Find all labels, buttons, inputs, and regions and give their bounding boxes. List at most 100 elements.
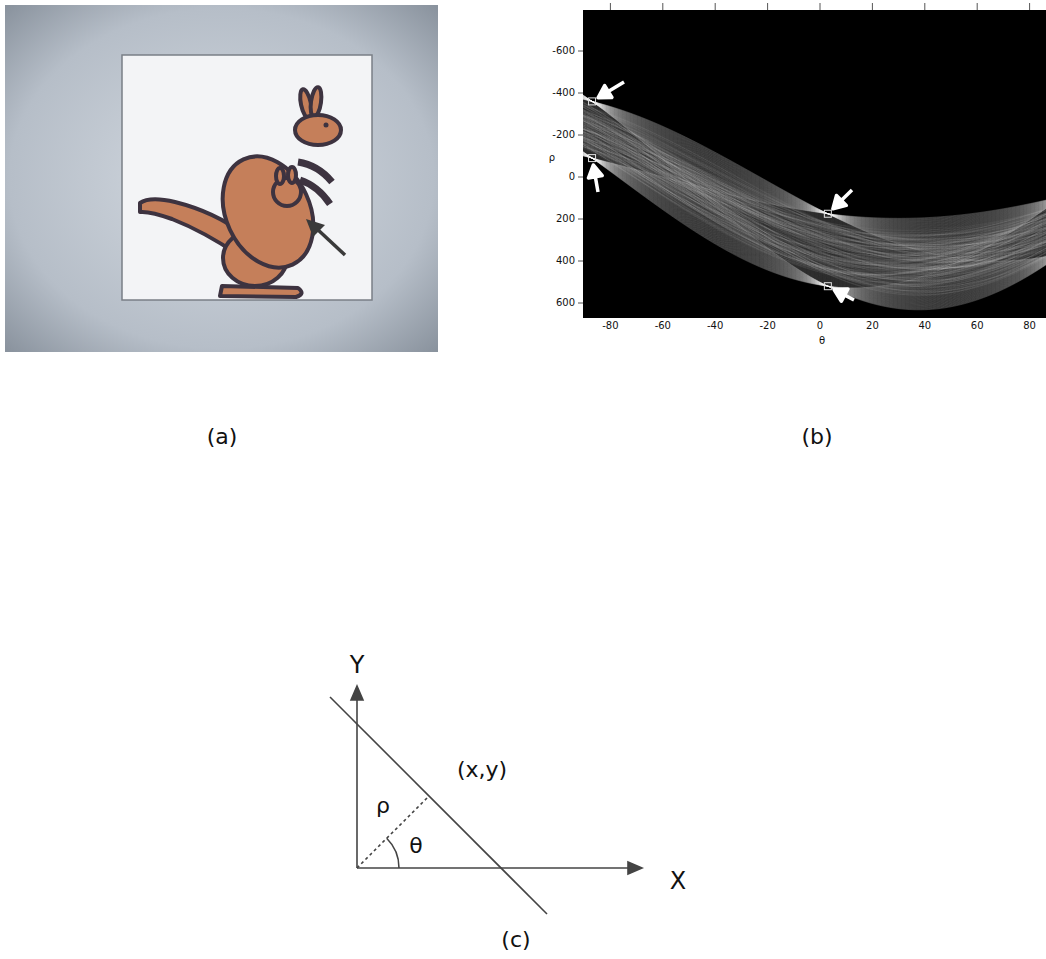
hough-curve (583, 94, 1046, 294)
hough-curve (583, 92, 1046, 309)
hough-curve (583, 126, 1046, 265)
hough-curve (583, 112, 1046, 300)
axis-tick: 20 (866, 320, 879, 332)
tick-mark (578, 135, 583, 136)
hough-curve (583, 104, 1046, 304)
axis-tick: -200 (552, 129, 575, 141)
hough-curve (583, 98, 1046, 261)
hough-curve (583, 95, 1046, 308)
hough-curve (583, 123, 1046, 277)
hough-curve (583, 94, 1046, 296)
hough-curve (583, 107, 1046, 290)
hough-curve (583, 110, 1046, 301)
hough-curve (583, 96, 1046, 273)
axis-tick: -600 (552, 45, 575, 57)
hough-curve (583, 108, 1046, 267)
pointer-arrow (598, 82, 624, 98)
axis-label: θ (819, 335, 825, 347)
hough-curve (583, 123, 1046, 245)
hough-curve (583, 102, 1046, 259)
axis-tick: 60 (971, 320, 984, 332)
tick-mark (578, 219, 583, 220)
hough-curve (583, 128, 1046, 247)
tick-mark (610, 3, 611, 10)
hough-curve (583, 117, 1046, 271)
hough-curve (583, 93, 1046, 299)
hough-curve (583, 113, 1046, 286)
hough-curve (583, 114, 1046, 262)
hough-curve (583, 126, 1046, 245)
hough-curve (583, 96, 1046, 281)
axis-tick: 400 (556, 255, 575, 267)
tick-mark (924, 3, 925, 10)
axis-label: ρ (549, 152, 555, 164)
hough-curve (583, 96, 1046, 307)
hough-curve (583, 94, 1046, 293)
hough-curve (583, 96, 1046, 274)
hough-curve (583, 103, 1046, 305)
hough-curve (583, 114, 1046, 285)
hough-curve (583, 119, 1046, 253)
pointer-arrow (306, 219, 345, 255)
hough-curve (583, 92, 1046, 308)
axis-tick: 80 (1023, 320, 1036, 332)
hough-curve (583, 123, 1046, 272)
hough-curve (583, 109, 1046, 289)
photo (5, 5, 438, 352)
hough-curve (583, 131, 1046, 252)
hough-curve (583, 95, 1046, 282)
axis-tick: 0 (569, 171, 575, 183)
tick-mark (578, 93, 583, 94)
hough-curve (583, 128, 1046, 255)
axis-tick: 600 (556, 297, 575, 309)
hough-plot (578, 3, 1046, 318)
hough-curve (583, 128, 1046, 282)
hough-curve (583, 117, 1046, 270)
hough-curve (583, 98, 1046, 306)
hough-curve (583, 94, 1046, 292)
hough-curve (583, 100, 1046, 287)
peak-marker (824, 210, 831, 217)
hough-curve (583, 96, 1046, 276)
hough-curve (583, 116, 1046, 273)
axis-label: X (670, 868, 686, 896)
hough-curve (583, 102, 1046, 305)
hough-curve (583, 95, 1046, 285)
hough-curve (583, 127, 1046, 269)
distance-label: ρ (376, 793, 390, 818)
hough-curve (583, 97, 1046, 268)
hough-curve (583, 93, 1046, 306)
point-label: (x,y) (457, 757, 507, 782)
hough-curve (583, 95, 1046, 283)
hough-curve (583, 114, 1046, 279)
hough-curve (583, 93, 1046, 301)
hough-curve (583, 93, 1046, 302)
tick-mark (767, 3, 768, 10)
hough-curve (583, 108, 1046, 281)
hough-curve (583, 93, 1046, 303)
hough-curve (583, 111, 1046, 300)
hough-curve (583, 105, 1046, 274)
hough-curve (583, 93, 1046, 298)
peak-marker (824, 283, 831, 290)
hough-curve (583, 105, 1046, 303)
hough-curve (583, 94, 1046, 291)
line-geometry (330, 686, 642, 914)
tick-mark (578, 261, 583, 262)
hough-curve (583, 125, 1046, 256)
hough-curve (583, 126, 1046, 258)
hough-curve (583, 93, 1046, 304)
hough-curve (583, 98, 1046, 261)
peak-marker (589, 155, 596, 162)
hough-curve (583, 119, 1046, 271)
hough-curve (583, 123, 1046, 249)
axis-tick: -60 (655, 320, 671, 332)
tick-mark (578, 51, 583, 52)
hough-curves (583, 92, 1046, 310)
hough-curve (583, 97, 1046, 306)
hough-curve (583, 93, 1046, 300)
hough-curve (583, 92, 1046, 310)
axis-tick: 40 (918, 320, 931, 332)
